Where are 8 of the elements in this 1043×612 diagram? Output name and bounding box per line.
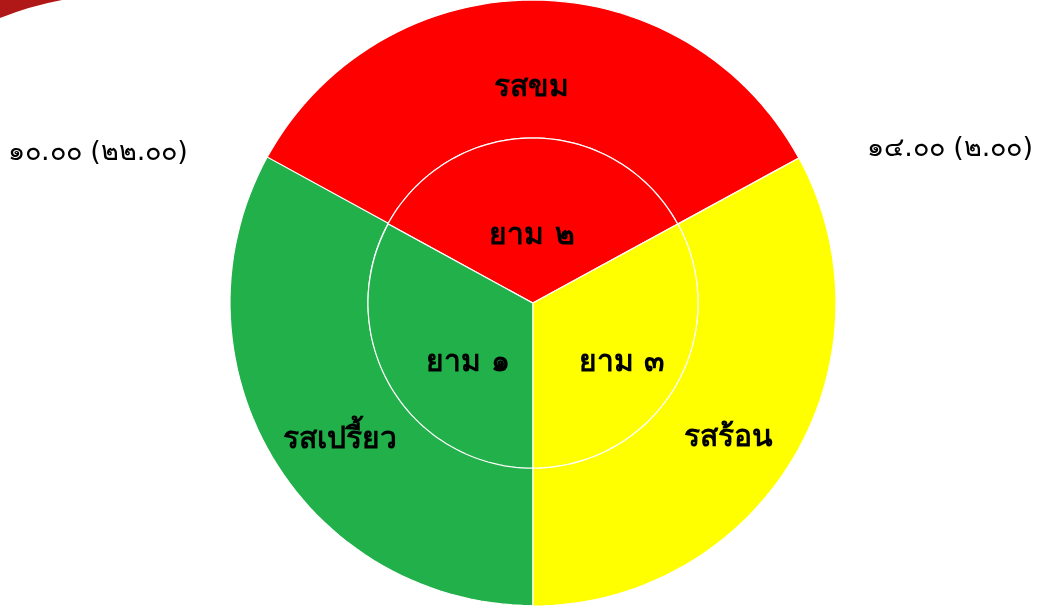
flavor-label: รสร้อน bbox=[683, 416, 773, 455]
period-label: ยาม ๓ bbox=[578, 341, 666, 380]
period-label: ยาม ๒ bbox=[489, 214, 575, 253]
flavor-label: รสเปรี้ยว bbox=[283, 417, 397, 457]
time-label: ๑๔.๐๐ (๒.๐๐) bbox=[867, 130, 1033, 164]
time-label: ๑๐.๐๐ (๒๒.๐๐) bbox=[8, 134, 188, 168]
period-label: ยาม ๑ bbox=[425, 341, 511, 380]
flavor-label: รสขม bbox=[494, 66, 570, 105]
